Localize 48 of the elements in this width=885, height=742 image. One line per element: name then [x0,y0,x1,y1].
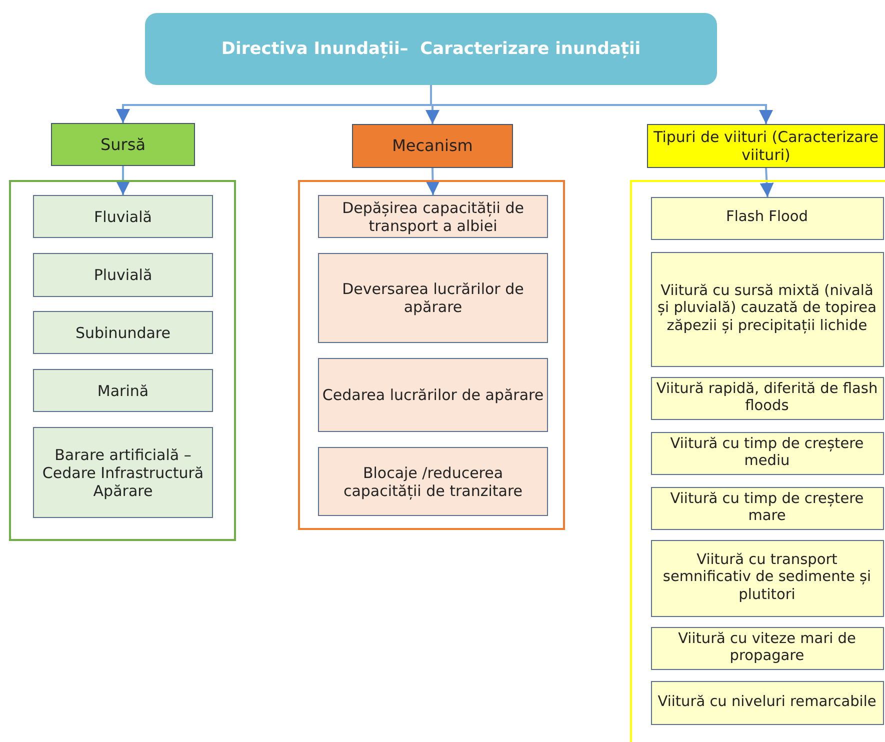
item-label: Barare artificială – Cedare Infrastructură Apărare [41,446,205,500]
item-label: Blocaje /reducerea capacității de tranzitare [342,464,524,500]
item-label: Cedarea lucrărilor de apărare [321,386,545,404]
item-label: Viitură cu sursă mixtă (nivală și pluvială) cauzată de topirea zăpezii și precipitații lichide [656,282,878,336]
item-label: Flash Flood [725,209,809,227]
category-label: Sursă [99,134,146,154]
item-box [650,680,884,724]
item-label: Viitură cu transport semnificativ de sedimente și plutitori [662,552,872,604]
item-label: Deversarea lucrărilor de apărare [341,280,525,316]
item-box [650,432,884,474]
category-label: Tipuri de viituri (Caracterizare viituri) [652,128,880,164]
group-frame [630,180,885,742]
category-box [51,123,195,166]
arrow [760,168,774,198]
item-box [33,253,213,297]
item-box [33,195,213,238]
title-text: Directiva Inundații– Caracterizare inundații [220,38,642,60]
group-frame [9,180,236,541]
category-box [647,124,885,168]
item-box [318,358,548,432]
item-box [33,427,213,518]
arrow [116,166,130,195]
arrow [430,85,773,124]
item-box [318,195,548,238]
item-box [650,626,884,670]
arrow [426,168,440,196]
item-box [650,196,884,240]
item-box [33,369,213,412]
item-box [650,486,884,530]
item-box [318,253,548,343]
item-label: Pluvială [92,266,154,284]
group-frame [298,180,565,530]
category-box [352,124,513,168]
item-label: Marină [96,382,150,400]
title-box [145,13,717,85]
item-label: Viitură rapidă, diferită de flash floods [655,380,879,416]
item-label: Fluvială [93,208,153,226]
item-label: Subinundare [74,324,172,342]
category-label: Mecanism [391,136,474,156]
item-box [650,252,884,366]
item-label: Viitură cu niveluri remarcabile [656,694,878,712]
item-box [33,311,213,354]
item-label: Viitură cu timp de creștere mediu [669,436,865,470]
item-label: Depășirea capacității de transport a albiei [341,198,525,234]
item-box [650,540,884,616]
item-label: Viitură cu timp de creștere mare [669,490,865,526]
item-box [318,447,548,516]
item-label: Viitură cu viteze mari de propagare [677,630,857,666]
